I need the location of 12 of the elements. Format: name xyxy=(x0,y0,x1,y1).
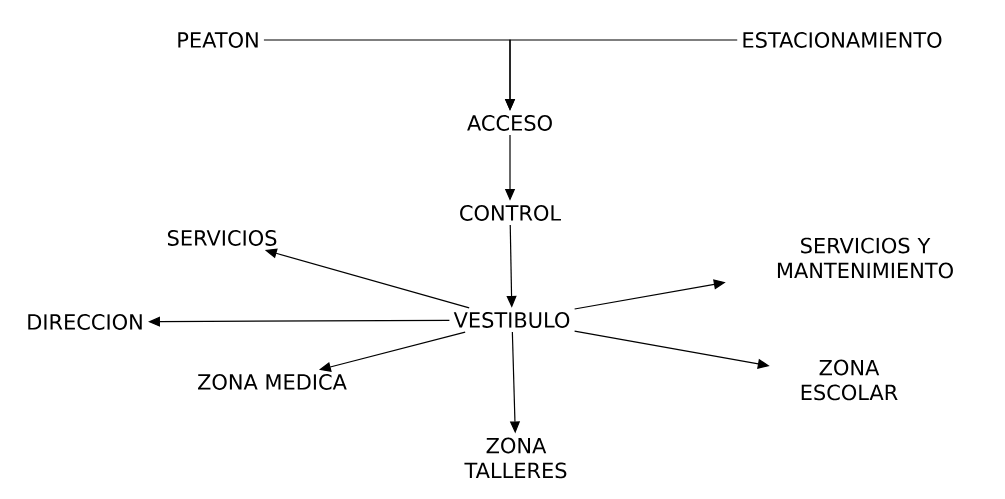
node-label: DIRECCION xyxy=(28,314,142,330)
node-label: VESTIBULO xyxy=(453,312,570,328)
node-label: SERVICIOS xyxy=(167,230,277,246)
node-label: ZONA TALLERES xyxy=(464,437,567,479)
node-label: ZONA MEDICA xyxy=(198,374,347,390)
node-label: PEATON xyxy=(178,32,258,48)
arrow xyxy=(148,316,450,327)
node-label: SERVICIOS Y MANTENIMIENTO xyxy=(777,237,953,279)
node-label: ESTACIONAMIENTO xyxy=(743,32,942,48)
node-label: CONTROL xyxy=(460,205,561,221)
node-label: ACCESO xyxy=(467,115,552,131)
node-label: ZONA ESCOLAR xyxy=(801,359,898,401)
